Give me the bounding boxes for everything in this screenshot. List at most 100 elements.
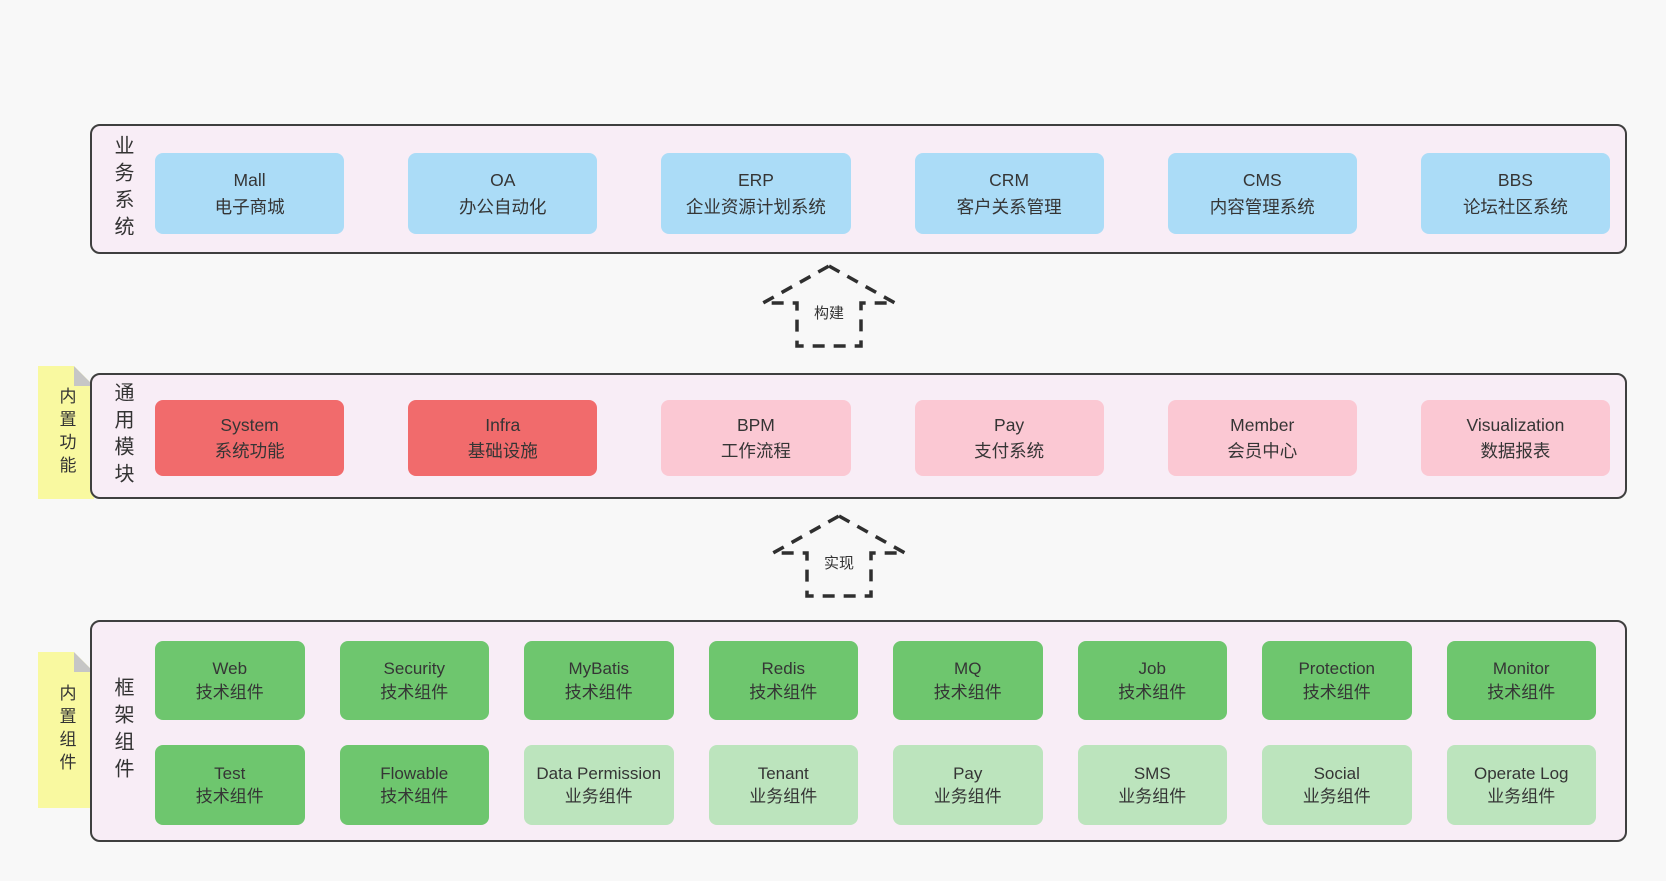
box-subtitle: 技术组件: [380, 787, 449, 806]
box-title: Monitor: [1492, 659, 1550, 679]
box-subtitle: 技术组件: [380, 682, 449, 702]
box-subtitle: 业务组件: [1118, 787, 1187, 806]
box-subtitle: 基础设施: [467, 441, 538, 461]
panel-business-systems: 业务系统 Mall 电子商城 OA 办公自动化 ERP 企业资源计划系统 CRM…: [90, 124, 1627, 254]
box-subtitle: 技术组件: [749, 682, 818, 702]
implement-arrow-label: 实现: [819, 551, 859, 574]
box-title: Pay: [994, 414, 1025, 435]
box-title: Job: [1138, 659, 1166, 679]
box-title: Test: [214, 763, 246, 783]
box-operate-log: Operate Log 业务组件: [1446, 745, 1596, 825]
box-pay-component: Pay 业务组件: [893, 745, 1043, 825]
box-title: Infra: [485, 414, 521, 435]
box-pay-system: Pay 支付系统: [914, 400, 1104, 476]
box-mybatis: MyBatis 技术组件: [524, 641, 674, 720]
box-mq: MQ 技术组件: [893, 641, 1043, 720]
box-subtitle: 系统功能: [214, 441, 285, 461]
box-flowable: Flowable 技术组件: [339, 745, 489, 825]
box-title: Pay: [953, 763, 983, 783]
box-protection: Protection 技术组件: [1262, 641, 1412, 720]
sticky-note-built-in-features: 内置功能: [38, 366, 94, 499]
box-subtitle: 业务组件: [1487, 787, 1556, 806]
box-subtitle: 论坛社区系统: [1462, 196, 1568, 217]
box-title: Security: [383, 659, 445, 679]
sticky-note-built-in-components: 内置组件: [38, 652, 94, 808]
framework-box-row-2: Test 技术组件 Flowable 技术组件 Data Permission …: [155, 745, 1596, 825]
box-data-permission: Data Permission 业务组件: [524, 745, 674, 825]
box-test: Test 技术组件: [155, 745, 305, 825]
build-arrow: 构建: [761, 264, 897, 348]
box-job: Job 技术组件: [1077, 641, 1227, 720]
box-member: Member 会员中心: [1167, 400, 1357, 476]
framework-box-row-1: Web 技术组件 Security 技术组件 MyBatis 技术组件 Redi…: [155, 641, 1596, 720]
box-subtitle: 业务组件: [1302, 787, 1371, 806]
box-subtitle: 支付系统: [974, 441, 1045, 461]
box-bpm: BPM 工作流程: [661, 400, 851, 476]
box-subtitle: 技术组件: [1487, 682, 1556, 702]
box-title: Visualization: [1466, 414, 1565, 435]
box-title: ERP: [737, 170, 774, 191]
box-subtitle: 企业资源计划系统: [685, 196, 826, 217]
box-subtitle: 办公自动化: [459, 196, 547, 217]
box-title: Flowable: [380, 763, 449, 783]
box-title: Social: [1313, 763, 1360, 783]
box-subtitle: 业务组件: [749, 787, 818, 806]
box-subtitle: 数据报表: [1480, 441, 1551, 461]
box-cms: CMS 内容管理系统: [1167, 153, 1357, 234]
box-subtitle: 业务组件: [933, 787, 1002, 806]
box-title: MQ: [954, 659, 982, 679]
panel-business-side-label: 业务系统: [111, 135, 133, 243]
box-subtitle: 客户关系管理: [956, 196, 1062, 217]
box-title: Redis: [761, 659, 805, 679]
box-crm: CRM 客户关系管理: [914, 153, 1104, 234]
box-subtitle: 技术组件: [195, 787, 264, 806]
box-title: Web: [212, 659, 248, 679]
box-subtitle: 技术组件: [564, 682, 633, 702]
box-title: System: [220, 414, 279, 435]
box-title: Tenant: [757, 763, 809, 783]
box-sms: SMS 业务组件: [1077, 745, 1227, 825]
box-social: Social 业务组件: [1262, 745, 1412, 825]
panel-framework-components: 框架组件 Web 技术组件 Security 技术组件 MyBatis 技术组件…: [90, 620, 1627, 842]
box-subtitle: 电子商城: [214, 196, 285, 217]
box-visualization: Visualization 数据报表: [1420, 400, 1611, 476]
box-bbs: BBS 论坛社区系统: [1420, 153, 1611, 234]
business-box-row: Mall 电子商城 OA 办公自动化 ERP 企业资源计划系统 CRM 客户关系…: [155, 153, 1611, 234]
box-title: Operate Log: [1473, 763, 1569, 783]
box-subtitle: 会员中心: [1227, 441, 1298, 461]
box-subtitle: 工作流程: [720, 441, 791, 461]
box-subtitle: 技术组件: [933, 682, 1002, 702]
modules-box-row: System 系统功能 Infra 基础设施 BPM 工作流程 Pay 支付系统…: [155, 400, 1611, 476]
box-title: CRM: [989, 170, 1030, 191]
box-oa: OA 办公自动化: [408, 153, 598, 234]
box-title: MyBatis: [568, 659, 629, 679]
build-arrow-label: 构建: [809, 301, 849, 324]
box-subtitle: 技术组件: [195, 682, 264, 702]
box-title: BPM: [736, 414, 775, 435]
box-title: Protection: [1298, 659, 1376, 679]
box-erp: ERP 企业资源计划系统: [661, 153, 851, 234]
box-monitor: Monitor 技术组件: [1446, 641, 1596, 720]
panel-framework-side-label: 框架组件: [111, 677, 133, 785]
box-subtitle: 技术组件: [1302, 682, 1371, 702]
sticky-note-label: 内置功能: [56, 386, 76, 479]
box-subtitle: 业务组件: [564, 787, 633, 806]
box-title: CMS: [1242, 170, 1282, 191]
box-web: Web 技术组件: [155, 641, 305, 720]
box-title: Data Permission: [536, 763, 662, 783]
box-mall: Mall 电子商城: [155, 153, 345, 234]
box-tenant: Tenant 业务组件: [708, 745, 858, 825]
box-subtitle: 技术组件: [1118, 682, 1187, 702]
box-title: OA: [490, 170, 516, 191]
box-redis: Redis 技术组件: [708, 641, 858, 720]
box-system: System 系统功能: [155, 400, 345, 476]
box-title: Member: [1230, 414, 1295, 435]
implement-arrow: 实现: [771, 514, 907, 598]
sticky-note-label: 内置组件: [56, 684, 76, 776]
box-title: SMS: [1133, 763, 1171, 783]
box-title: Mall: [233, 170, 266, 191]
box-subtitle: 内容管理系统: [1209, 196, 1315, 217]
box-security: Security 技术组件: [339, 641, 489, 720]
panel-modules-side-label: 通用模块: [111, 382, 133, 490]
box-infra: Infra 基础设施: [408, 400, 598, 476]
